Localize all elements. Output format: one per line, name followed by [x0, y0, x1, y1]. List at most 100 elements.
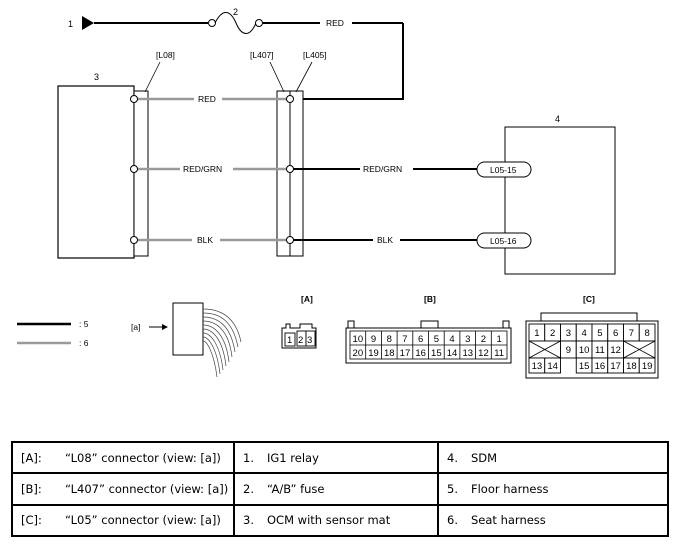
legend-key: [C]: [21, 513, 42, 528]
view-C-pin: 7 [629, 328, 634, 339]
l407-pin-red [286, 95, 294, 103]
legend-text: “L05” connector (view: [a]) [65, 513, 221, 528]
legend-key: 3. [243, 513, 254, 528]
legend-key: 5. [447, 481, 458, 496]
relay-terminal-arrow [82, 16, 94, 30]
view-B-top-tab [420, 320, 439, 329]
view-C-pin: 15 [579, 361, 590, 372]
legend-table: [A]:“L08” connector (view: [a]) 1.IG1 re… [11, 440, 669, 538]
view-C-pin: 11 [595, 345, 605, 356]
connector-l407-label: [L407] [250, 50, 274, 60]
view-C-pin: 10 [579, 345, 590, 356]
view-A-pin-box-3 [305, 330, 316, 347]
view-A-pin-2: 2 [298, 335, 303, 346]
legend-text: “A/B” fuse [267, 481, 325, 496]
legend-row: [A]:“L08” connector (view: [a]) 1.IG1 re… [11, 440, 669, 475]
view-B-pin: 6 [418, 334, 423, 345]
connector-l08-body [133, 90, 149, 257]
l05-15-label: L05-15 [490, 165, 517, 175]
component-3-number: 3 [94, 72, 99, 82]
view-B-pin: 2 [481, 334, 486, 345]
l05-16-label: L05-16 [490, 236, 517, 246]
view-B-pin: 20 [353, 348, 364, 359]
l05-15-terminal [476, 161, 532, 178]
feed-wire-label: RED [326, 18, 344, 28]
view-B-right-tab [502, 320, 510, 329]
component-1-number: 1 [68, 19, 73, 29]
legend-cell: [C]: “L05” connector (view: [a]) [11, 503, 235, 538]
legend-cell: 6. Seat harness [437, 503, 669, 538]
view-C-pin: 14 [547, 361, 558, 372]
legend-cell: 5.Floor harness [437, 472, 669, 506]
legend-row: [B]: “L407” connector (view: [a]) 2.“A/B”… [11, 472, 669, 506]
component-2-number: 2 [233, 7, 238, 17]
view-B-left-tab [347, 320, 355, 329]
view-C-pin: 18 [626, 361, 637, 372]
legend-text: Seat harness [471, 513, 546, 528]
view-A-pin-3: 3 [307, 335, 312, 346]
view-C-pin: 5 [597, 328, 602, 339]
legend-key: 4. [447, 450, 458, 465]
view-B-pin: 10 [353, 334, 364, 345]
legend-thin-label: : 6 [79, 338, 89, 348]
connector-l407-leader [269, 61, 285, 93]
connector-l08-leader [144, 61, 161, 93]
connector-sketch-wires [202, 308, 242, 378]
view-A-label: [A] [301, 294, 313, 304]
l407-pin-redgrn [286, 165, 294, 173]
view-C-pin: 9 [566, 345, 571, 356]
view-B-pin: 18 [384, 348, 395, 359]
view-B-pin: 5 [434, 334, 439, 345]
connector-l405-label: [L405] [303, 50, 327, 60]
view-C-pin: 6 [613, 328, 618, 339]
view-C-pin: 19 [642, 361, 653, 372]
view-a-label: [a] [131, 322, 140, 332]
connector-sketch-body [172, 302, 204, 356]
seat-wire-red-label: RED [198, 94, 216, 104]
legend-text: SDM [471, 450, 498, 465]
view-B-pin: 11 [494, 348, 504, 359]
view-A-pin-box-1 [284, 332, 296, 347]
l05-16-terminal [476, 232, 532, 249]
view-B-pin: 14 [447, 348, 458, 359]
feed-wire-down [290, 23, 404, 100]
floor-wire-redgrn-label: RED/GRN [363, 164, 402, 174]
legend-cell: 3.OCM with sensor mat [233, 503, 439, 538]
view-C-pin: 4 [581, 328, 586, 339]
view-C-pin-cell [638, 357, 656, 374]
wiring-diagram: 1 2 RED 3 [L08] [L407] [L405] RED RED/GR… [17, 7, 659, 379]
view-B-pin: 15 [431, 348, 442, 359]
view-C-top-lock [540, 312, 638, 322]
legend-key: [B]: [21, 481, 42, 496]
view-B-pin: 4 [449, 334, 454, 345]
view-B-pin: 12 [478, 348, 489, 359]
fuse-terminal-left [208, 19, 216, 27]
view-B-label: [B] [424, 294, 436, 304]
view-C-label: [C] [583, 294, 595, 304]
view-B-pin: 19 [368, 348, 379, 359]
legend-cell: 2.“A/B” fuse [233, 472, 439, 506]
legend-text: “L08” connector (view: [a]) [65, 450, 221, 465]
view-C-pin: 13 [532, 361, 543, 372]
legend-cell: 1.IG1 relay [233, 440, 439, 475]
l08-pin-blk [130, 236, 138, 244]
view-C-pin: 12 [610, 345, 621, 356]
view-C-pin: 3 [566, 328, 571, 339]
legend-key: 1. [243, 450, 254, 465]
legend-row: [C]: “L05” connector (view: [a]) 3.OCM wi… [11, 503, 669, 538]
sdm-box [504, 126, 616, 275]
view-B-pin: 7 [402, 334, 407, 345]
legend-text: “L407” connector (view: [a]) [65, 481, 229, 496]
view-C-pin: 16 [595, 361, 606, 372]
component-4-number: 4 [555, 114, 560, 124]
ocm-box [57, 85, 135, 259]
legend-key: 6. [447, 513, 458, 528]
view-C-blank-cross [528, 340, 561, 359]
fuse-symbol [214, 12, 257, 34]
view-B-pin: 17 [400, 348, 411, 359]
floor-wire-blk-label: BLK [377, 235, 393, 245]
view-B-pin: 3 [465, 334, 470, 345]
view-C-pin: 8 [644, 328, 649, 339]
